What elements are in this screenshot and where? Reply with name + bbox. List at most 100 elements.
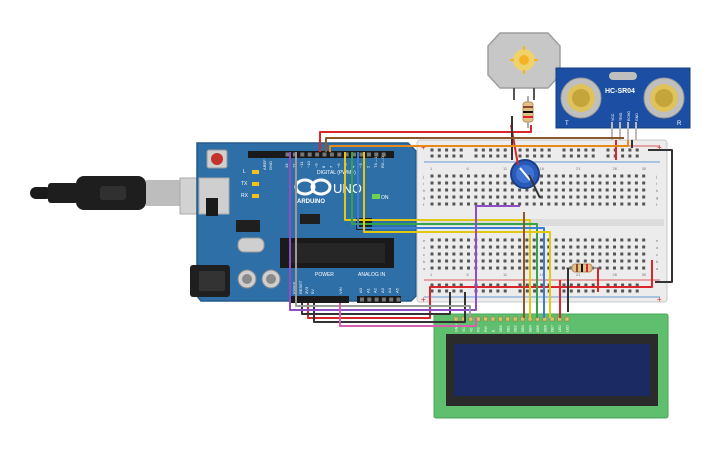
digital-pin[interactable] xyxy=(344,152,349,157)
digital-pin-label: ~10 xyxy=(306,160,311,168)
breadboard-hole xyxy=(430,174,434,178)
lcd-pin[interactable] xyxy=(483,316,488,322)
breadboard-hole xyxy=(547,174,551,178)
breadboard-hole xyxy=(503,266,507,270)
lcd-pin[interactable] xyxy=(549,316,555,322)
rail-hole xyxy=(445,289,449,293)
breadboard-hole xyxy=(540,202,543,206)
wire-db6 xyxy=(357,152,545,318)
breadboard-hole xyxy=(598,174,602,178)
breadboard-hole xyxy=(445,188,449,192)
digital-pin-label: TX→1 xyxy=(373,156,378,168)
breadboard-hole xyxy=(576,238,580,242)
digital-pin[interactable] xyxy=(307,152,312,157)
analog-pin[interactable] xyxy=(396,297,401,302)
lcd-pin[interactable] xyxy=(453,316,459,322)
rail-hole xyxy=(525,283,529,287)
breadboard-hole xyxy=(576,181,580,185)
rail-hole xyxy=(569,289,573,293)
digital-pin[interactable] xyxy=(352,152,357,157)
digital-pin[interactable] xyxy=(374,152,379,157)
rail-hole xyxy=(459,154,463,158)
lcd-pin[interactable] xyxy=(490,316,496,322)
lcd-pin[interactable] xyxy=(512,316,518,322)
potentiometer[interactable] xyxy=(510,159,540,189)
rail-hole xyxy=(577,283,581,287)
lcd-pin[interactable] xyxy=(505,316,511,322)
analog-pin[interactable] xyxy=(374,297,379,302)
breadboard-hole xyxy=(547,259,551,263)
breadboard-hole xyxy=(467,245,470,249)
breadboard-hole xyxy=(503,181,507,185)
digital-pin[interactable] xyxy=(366,152,371,157)
breadboard-hole xyxy=(613,181,616,185)
lcd-pin[interactable] xyxy=(564,316,570,322)
lcd-pin[interactable] xyxy=(498,316,503,322)
breadboard-hole xyxy=(591,245,595,249)
breadboard-column-label: 11 xyxy=(503,166,508,171)
breadboard-hole xyxy=(445,181,449,185)
wire-motor-power xyxy=(319,125,532,152)
rail-hole xyxy=(496,289,500,293)
breadboard-hole xyxy=(620,188,624,192)
analog-pin[interactable] xyxy=(367,297,372,302)
rail-hole xyxy=(540,289,544,293)
rail-hole xyxy=(584,154,588,158)
analog-pin[interactable] xyxy=(389,297,394,302)
breadboard-hole xyxy=(540,188,543,192)
breadboard-hole xyxy=(627,259,631,263)
breadboard-hole xyxy=(627,188,631,192)
wire-vo xyxy=(339,303,477,327)
digital-pin[interactable] xyxy=(315,152,320,157)
analog-pin[interactable] xyxy=(381,297,386,302)
breadboard-hole xyxy=(430,259,434,263)
breadboard-hole xyxy=(518,195,522,199)
digital-pin[interactable] xyxy=(300,152,305,157)
breadboard-row-label: h xyxy=(423,188,425,193)
digital-pin[interactable] xyxy=(381,152,386,157)
breadboard-column-label: 6 xyxy=(467,166,470,171)
analog-pin[interactable] xyxy=(360,297,364,302)
lcd-pin-label: RS xyxy=(477,326,481,332)
rail-hole xyxy=(489,289,493,293)
rail-hole xyxy=(562,154,566,158)
rail-hole xyxy=(569,154,573,158)
breadboard-hole xyxy=(547,202,551,206)
digital-pin[interactable] xyxy=(322,152,327,157)
digital-pin[interactable] xyxy=(359,152,364,157)
rail-hole xyxy=(445,154,449,158)
rail-hole xyxy=(445,148,449,152)
breadboard-row-label: g xyxy=(423,195,425,200)
breadboard-hole xyxy=(627,266,631,270)
breadboard-row-label: g xyxy=(656,195,658,200)
breadboard-hole xyxy=(481,238,485,242)
lcd-pin[interactable] xyxy=(520,316,525,322)
rail-hole xyxy=(481,148,485,152)
breadboard-hole xyxy=(569,188,573,192)
breadboard-hole xyxy=(467,259,470,263)
rail-hole xyxy=(621,154,625,158)
breadboard-hole xyxy=(561,195,565,199)
breadboard-hole xyxy=(525,252,529,256)
breadboard-hole xyxy=(459,252,463,256)
digital-pin-label: ~11 xyxy=(299,161,304,168)
digital-pin[interactable] xyxy=(292,152,297,157)
breadboard-hole xyxy=(445,195,449,199)
digital-pin[interactable] xyxy=(329,152,334,157)
breadboard-hole xyxy=(605,266,609,270)
rail-hole xyxy=(445,283,449,287)
breadboard-hole xyxy=(452,238,456,242)
breadboard-hole xyxy=(634,259,638,263)
breadboard-hole xyxy=(496,266,500,270)
digital-pin[interactable] xyxy=(285,152,290,157)
breadboard-hole xyxy=(503,202,507,206)
digital-pin[interactable] xyxy=(337,152,342,157)
breadboard-hole xyxy=(459,174,463,178)
breadboard-hole xyxy=(613,195,616,199)
breadboard-hole xyxy=(445,245,449,249)
reset-button[interactable] xyxy=(211,153,223,165)
breadboard-row-label: d xyxy=(423,245,425,250)
rail-hole xyxy=(525,148,529,152)
